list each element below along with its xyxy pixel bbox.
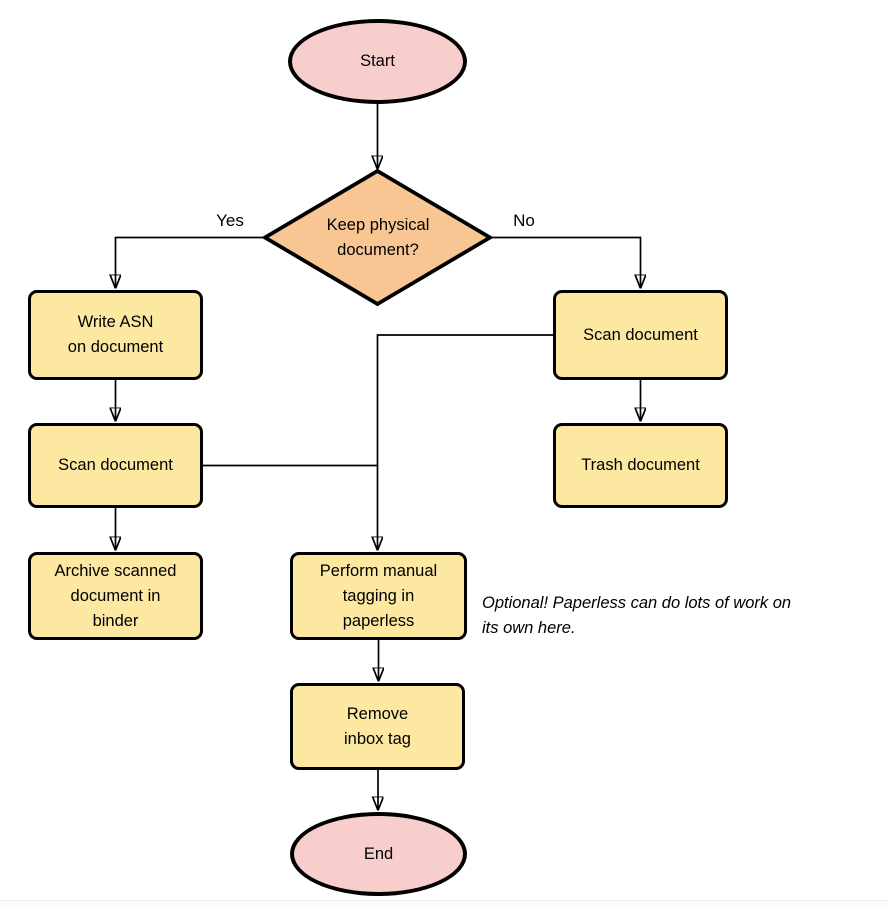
node-decision-shape	[261, 168, 494, 307]
edge-decision-no	[490, 236, 641, 289]
node-manual-tagging: Perform manual tagging in paperless	[290, 552, 467, 640]
edge-scanright-to-tagging	[378, 334, 553, 550]
node-decision-label: Keep physical document?	[326, 216, 430, 259]
node-end-label: End	[363, 844, 394, 863]
node-trash-document-label: Trash document	[581, 456, 700, 474]
node-scan-document-right: Scan document	[553, 290, 728, 380]
annotation-note: Optional! Paperless can do lots of work …	[482, 594, 792, 637]
node-start: Start	[288, 19, 467, 104]
edge-label-no: No	[501, 211, 547, 231]
edge-label-yes: Yes	[207, 211, 253, 231]
node-end: End	[290, 812, 467, 896]
node-remove-inbox-tag-label: Remove inbox tag	[344, 704, 411, 748]
node-remove-inbox-tag: Remove inbox tag	[290, 683, 465, 770]
node-write-asn: Write ASN on document	[28, 290, 203, 380]
node-scan-document-right-label: Scan document	[583, 325, 698, 344]
node-trash-document: Trash document	[553, 423, 728, 508]
node-scan-document-left-label: Scan document	[58, 456, 173, 474]
node-start-label: Start	[360, 52, 395, 70]
edge-decision-yes	[116, 236, 265, 289]
node-write-asn-label: Write ASN on document	[67, 313, 164, 356]
node-scan-document-left: Scan document	[28, 423, 203, 508]
node-decision: Keep physical document?	[283, 200, 473, 276]
node-archive-binder: Archive scanned document in binder	[28, 552, 203, 640]
node-manual-tagging-label: Perform manual tagging in paperless	[319, 561, 438, 630]
node-archive-binder-label: Archive scanned document in binder	[54, 561, 177, 630]
bottom-strip	[0, 900, 888, 907]
